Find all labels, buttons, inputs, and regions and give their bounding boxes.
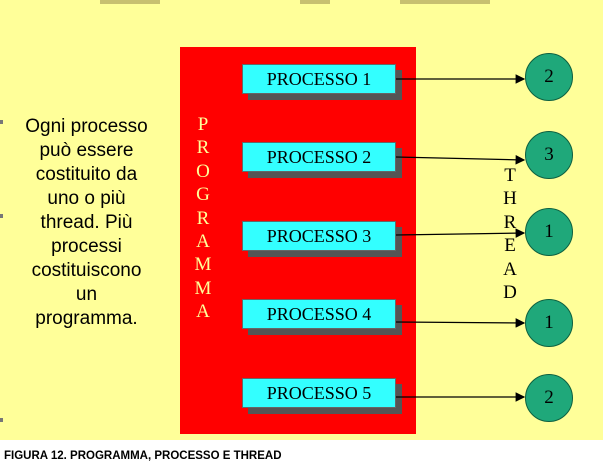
thread-letter: R bbox=[503, 211, 517, 233]
programma-letter: P bbox=[197, 114, 209, 135]
description-text: Ogni processo può essere costituito da u… bbox=[4, 115, 169, 331]
programma-vertical-label: P R O G R A M M A bbox=[193, 113, 213, 324]
programma-letter: A bbox=[196, 230, 210, 252]
description-line: costituiscono bbox=[31, 260, 142, 281]
thread-circle-2: 3 bbox=[525, 131, 573, 179]
process-box-3: PROCESSO 3 bbox=[242, 221, 396, 251]
process-box-1: PROCESSO 1 bbox=[242, 64, 396, 94]
description-line: un bbox=[75, 284, 98, 305]
thread-vertical-label: T H R E A D bbox=[500, 164, 520, 304]
edge-mark bbox=[0, 214, 3, 218]
thread-circle-3: 1 bbox=[525, 208, 573, 256]
thread-circle-1: 2 bbox=[525, 53, 573, 101]
arrow-3 bbox=[395, 228, 526, 238]
process-box-2: PROCESSO 2 bbox=[242, 142, 396, 172]
description-line: processi bbox=[51, 236, 122, 257]
thread-letter: A bbox=[503, 258, 517, 280]
arrow-4 bbox=[395, 318, 526, 328]
arrows-layer bbox=[395, 74, 526, 402]
thread-letter: E bbox=[504, 235, 516, 257]
programma-letter: R bbox=[196, 207, 210, 229]
description-line: uno o più bbox=[47, 188, 126, 209]
thread-letter: D bbox=[503, 281, 517, 303]
edge-mark bbox=[0, 418, 3, 422]
edge-mark bbox=[0, 120, 3, 124]
thread-letter: T bbox=[504, 165, 516, 186]
programma-letter: R bbox=[196, 137, 210, 159]
arrow-2 bbox=[395, 155, 526, 165]
process-box-4: PROCESSO 4 bbox=[242, 299, 396, 329]
top-edge-marks bbox=[0, 0, 603, 5]
programma-letter: G bbox=[196, 184, 210, 206]
description-line: thread. Più bbox=[40, 212, 133, 233]
thread-letter: H bbox=[503, 188, 517, 210]
diagram-slide: Ogni processo può essere costituito da u… bbox=[0, 0, 603, 440]
description-line: costituito da bbox=[35, 164, 138, 185]
description-line: Ogni processo bbox=[25, 116, 148, 137]
programma-letter: M bbox=[194, 254, 212, 276]
programma-letter: O bbox=[196, 160, 210, 182]
programma-letter: A bbox=[196, 301, 210, 323]
process-box-5: PROCESSO 5 bbox=[242, 378, 396, 408]
figure-caption: FIGURA 12. PROGRAMMA, PROCESSO E THREAD bbox=[4, 450, 282, 462]
programma-letter: M bbox=[194, 277, 212, 299]
thread-circle-5: 2 bbox=[525, 374, 573, 422]
description-line: programma. bbox=[35, 308, 138, 329]
thread-circle-4: 1 bbox=[525, 299, 573, 347]
description-line: può essere bbox=[39, 140, 134, 161]
